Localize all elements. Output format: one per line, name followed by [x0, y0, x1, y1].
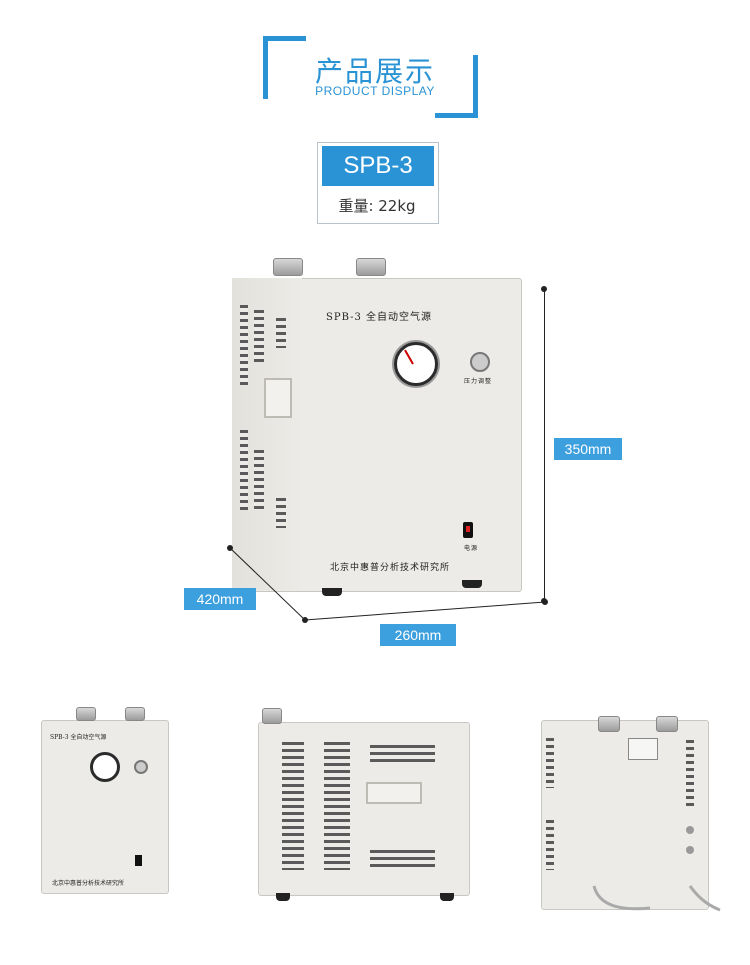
device-foot [322, 588, 342, 596]
power-cable [592, 885, 721, 912]
switch-label: 电源 [464, 545, 479, 552]
header-bracket-left [263, 36, 306, 99]
valve-label: 压力调整 [464, 378, 493, 385]
pressure-gauge-icon [90, 752, 120, 782]
device-foot [276, 893, 290, 901]
manufacturer-label: 北京中惠普分析技术研究所 [330, 563, 451, 573]
section-subtitle: PRODUCT DISPLAY [315, 84, 435, 98]
gas-outlet-knob [125, 707, 145, 721]
side-vent [254, 450, 264, 510]
width-label: 260mm [380, 624, 456, 646]
side-vent [282, 742, 304, 870]
side-handle [366, 782, 422, 804]
thumbnail-front [41, 720, 169, 894]
side-vent [276, 318, 286, 348]
pressure-valve-icon [470, 352, 490, 372]
pressure-valve-icon [134, 760, 148, 774]
side-vent [546, 738, 554, 788]
depth-label: 420mm [184, 588, 256, 610]
side-vent [370, 745, 435, 763]
device-front-title: SPB-3 全自动空气源 [326, 312, 433, 323]
thumbnail-back [541, 720, 709, 910]
gas-outlet-knob [356, 258, 386, 276]
side-vent [240, 305, 248, 385]
side-vent [546, 820, 554, 870]
side-vent [686, 740, 694, 810]
gas-outlet-knob [656, 716, 678, 732]
model-weight: 重量: 22kg [338, 197, 416, 215]
gas-outlet-knob [262, 708, 282, 724]
section-title: 产品展示 [314, 55, 435, 88]
height-dimension-line [544, 289, 545, 601]
power-switch-indicator [466, 526, 470, 532]
floor-dimension-lines [227, 545, 548, 623]
thumb-manufacturer: 北京中惠普分析技术研究所 [52, 880, 125, 887]
header-bracket-right [435, 55, 478, 118]
gas-outlet-knob [76, 707, 96, 721]
thumb-front-title: SPB-3 全自动空气源 [50, 734, 107, 741]
gas-port-icon [686, 826, 694, 834]
side-vent [254, 310, 264, 362]
dimension-dot [541, 286, 547, 292]
height-label: 350mm [554, 438, 622, 460]
side-vent [370, 850, 435, 868]
power-switch-icon [135, 855, 142, 866]
gas-port-icon [686, 846, 694, 854]
device-foot [462, 580, 482, 588]
gas-outlet-knob [598, 716, 620, 732]
device-foot [440, 893, 454, 901]
model-name: SPB-3 [322, 146, 434, 186]
side-handle [264, 378, 292, 418]
rating-plate [628, 738, 658, 760]
gas-outlet-knob [273, 258, 303, 276]
pressure-gauge-icon [394, 342, 438, 386]
side-vent [240, 430, 248, 510]
side-vent [324, 742, 350, 870]
side-vent [276, 498, 286, 528]
